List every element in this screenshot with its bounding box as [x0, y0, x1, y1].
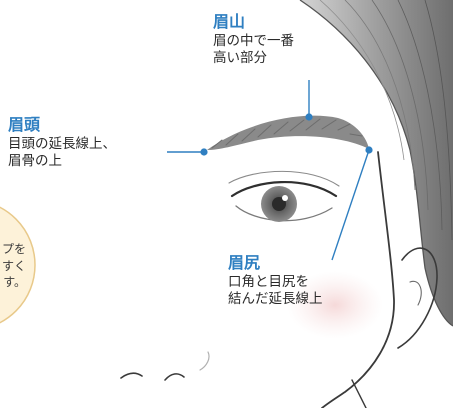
- label-brow-peak-line-1: 眉の中で一番: [213, 33, 294, 49]
- tip-box-line-1: プを: [1, 242, 26, 256]
- leader-lines: [167, 80, 373, 261]
- peak-leader-dot: [305, 113, 313, 121]
- tip-box-line-2: すく: [1, 258, 26, 273]
- label-brow-head-line-2: 眉骨の上: [8, 152, 62, 169]
- label-brow-peak-line-2: 高い部分: [213, 49, 267, 66]
- cheek-blush: [287, 271, 383, 339]
- face-contour: [321, 151, 395, 408]
- tail-leader-dot: [365, 146, 373, 154]
- label-brow-head-title: 眉頭: [8, 115, 41, 134]
- head-leader-dot: [200, 148, 208, 156]
- eye: [228, 170, 340, 222]
- eyebrow: [207, 115, 369, 150]
- tip-box: [0, 206, 36, 324]
- label-brow-tail-line-1: 口角と目尻を: [228, 274, 309, 290]
- neck-line: [351, 379, 367, 408]
- nose-mouth: [120, 351, 210, 381]
- label-brow-tail: 眉尻 口角と目尻を 結んだ延長線上: [228, 253, 323, 308]
- label-brow-tail-line-2: 結んだ延長線上: [228, 290, 323, 307]
- tip-box-line-3: す。: [3, 275, 26, 289]
- label-brow-peak: 眉山 眉の中で一番 高い部分: [213, 12, 294, 67]
- label-brow-tail-title: 眉尻: [228, 253, 261, 272]
- ear: [397, 247, 438, 349]
- label-brow-head: 眉頭 目頭の延長線上、 眉骨の上: [8, 115, 116, 170]
- tail-leader-line: [331, 149, 370, 261]
- tip-box-text: プを すく す。: [0, 241, 26, 291]
- label-brow-head-line-1: 目頭の延長線上、: [8, 136, 116, 152]
- label-brow-peak-title: 眉山: [213, 12, 246, 31]
